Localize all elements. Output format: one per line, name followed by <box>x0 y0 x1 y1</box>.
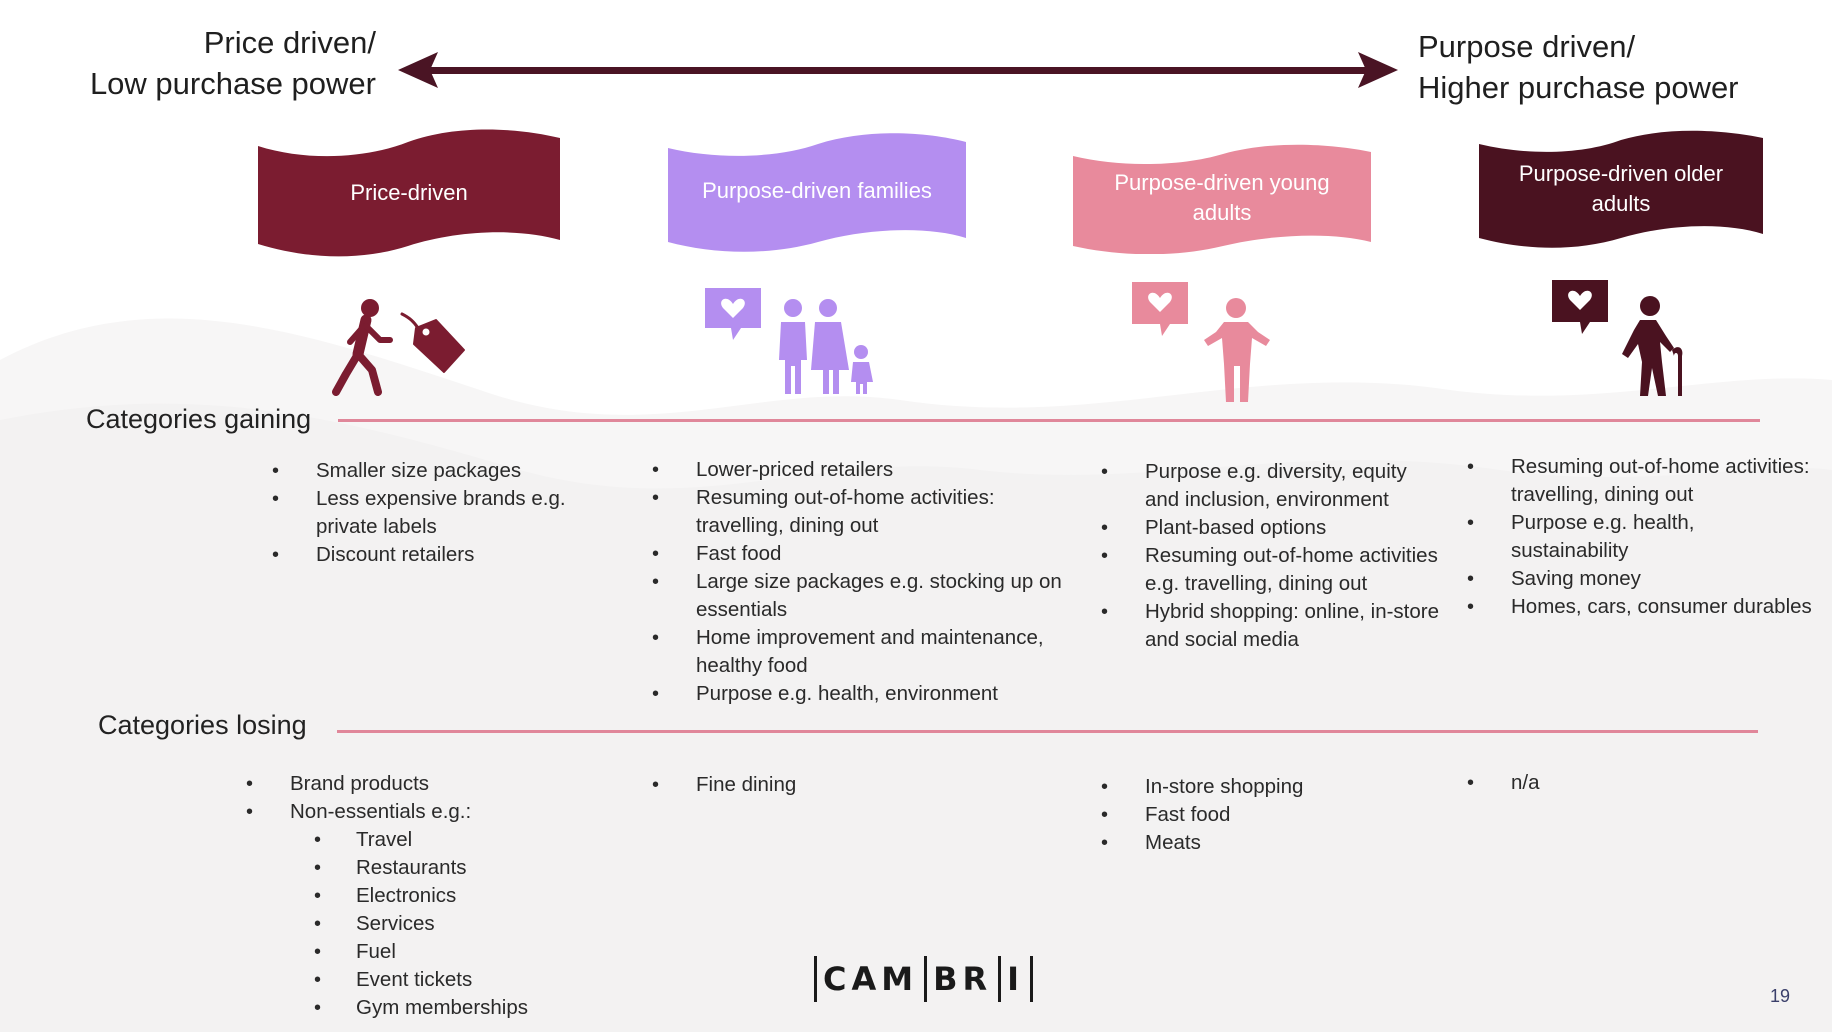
list-item: Large size packages e.g. stocking up on … <box>652 568 1062 624</box>
list-item: Smaller size packages <box>272 457 602 485</box>
list-item: Brand products <box>246 770 626 798</box>
axis-right-label: Purpose driven/ Higher purchase power <box>1418 26 1818 108</box>
sub-list-item: Restaurants <box>312 854 626 882</box>
older-adult-with-heart-icon <box>1552 280 1683 396</box>
young-adult-with-heart-icon <box>1132 282 1270 402</box>
segment-banner-older-adults: Purpose-driven older adults <box>1479 128 1763 250</box>
logo-divider <box>924 956 928 1002</box>
sub-list: Travel Restaurants Electronics Services … <box>312 826 626 1022</box>
losing-list-young-adults: In-store shopping Fast food Meats <box>1101 773 1401 857</box>
list-item-label: Non-essentials e.g.: <box>290 800 472 823</box>
list-item: Discount retailers <box>272 541 602 569</box>
list-item: Resuming out-of-home activities: travell… <box>1467 453 1812 509</box>
list-item: Resuming out-of-home activities: travell… <box>652 484 1062 540</box>
list-item: Saving money <box>1467 565 1812 593</box>
categories-losing-title: Categories losing <box>98 710 307 740</box>
axis-left-line2: Low purchase power <box>89 66 376 101</box>
list-item: Purpose e.g. health, sustainability <box>1467 509 1812 565</box>
list-item: Less expensive brands e.g. private label… <box>272 485 602 541</box>
list-item: Resuming out-of-home activities e.g. tra… <box>1101 542 1439 598</box>
page-number: 19 <box>1770 986 1791 1006</box>
segment-banner-young-adults: Purpose-driven young adults <box>1073 142 1371 254</box>
list-item: Non-essentials e.g.: Travel Restaurants … <box>246 798 626 1022</box>
list-item: n/a <box>1467 769 1667 797</box>
sub-list-item: Travel <box>312 826 626 854</box>
segment-banner-price-driven: Price-driven <box>258 128 560 258</box>
axis-left-line1: Price driven/ <box>203 25 376 60</box>
list-item: Plant-based options <box>1101 514 1439 542</box>
gaining-list-price-driven: Smaller size packages Less expensive bra… <box>272 457 602 569</box>
losing-list-families: Fine dining <box>652 771 952 799</box>
gaining-list-young-adults: Purpose e.g. diversity, equity and inclu… <box>1101 458 1439 654</box>
list-item: Fine dining <box>652 771 952 799</box>
categories-losing-rule <box>337 730 1758 733</box>
segment-banner-families: Purpose-driven families <box>668 130 966 252</box>
logo-part: CAM <box>823 960 919 998</box>
sub-list-item: Gym memberships <box>312 994 626 1022</box>
categories-gaining-title: Categories gaining <box>86 404 312 434</box>
categories-gaining-rule <box>338 419 1760 422</box>
family-with-heart-icon <box>705 288 873 394</box>
logo-divider <box>998 956 1002 1002</box>
list-item: Homes, cars, consumer durables <box>1467 593 1812 621</box>
losing-list-older-adults: n/a <box>1467 769 1667 797</box>
list-item: Fast food <box>1101 801 1401 829</box>
losing-list-price-driven: Brand products Non-essentials e.g.: Trav… <box>246 770 626 1022</box>
sub-list-item: Fuel <box>312 938 626 966</box>
list-item: Purpose e.g. health, environment <box>652 680 1062 708</box>
segment-label: Purpose-driven families <box>702 178 932 203</box>
cambri-logo: CAM BR I <box>808 955 1039 1003</box>
segment-label: Purpose-driven older adults <box>1518 161 1724 216</box>
double-arrow-icon <box>398 52 1398 88</box>
list-item: Home improvement and maintenance, health… <box>652 624 1062 680</box>
list-item: Fast food <box>652 540 1062 568</box>
gaining-list-older-adults: Resuming out-of-home activities: travell… <box>1467 453 1812 621</box>
list-item: Hybrid shopping: online, in-store and so… <box>1101 598 1439 654</box>
sub-list-item: Electronics <box>312 882 626 910</box>
segment-label: Purpose-driven young adults <box>1114 170 1330 225</box>
axis-right-line1: Purpose driven/ <box>1418 29 1636 64</box>
list-item: Meats <box>1101 829 1401 857</box>
logo-divider <box>814 956 817 1002</box>
list-item: In-store shopping <box>1101 773 1401 801</box>
gaining-list-families: Lower-priced retailers Resuming out-of-h… <box>652 456 1062 708</box>
sub-list-item: Services <box>312 910 626 938</box>
axis-left-label: Price driven/ Low purchase power <box>60 22 376 104</box>
logo-part: BR <box>933 960 993 998</box>
walking-person-with-price-tag-icon <box>332 299 465 396</box>
logo-part: I <box>1007 960 1025 998</box>
segment-label: Price-driven <box>350 180 468 205</box>
list-item: Lower-priced retailers <box>652 456 1062 484</box>
sub-list-item: Event tickets <box>312 966 626 994</box>
logo-divider <box>1030 956 1034 1002</box>
list-item: Purpose e.g. diversity, equity and inclu… <box>1101 458 1439 514</box>
axis-right-line2: Higher purchase power <box>1418 70 1739 105</box>
